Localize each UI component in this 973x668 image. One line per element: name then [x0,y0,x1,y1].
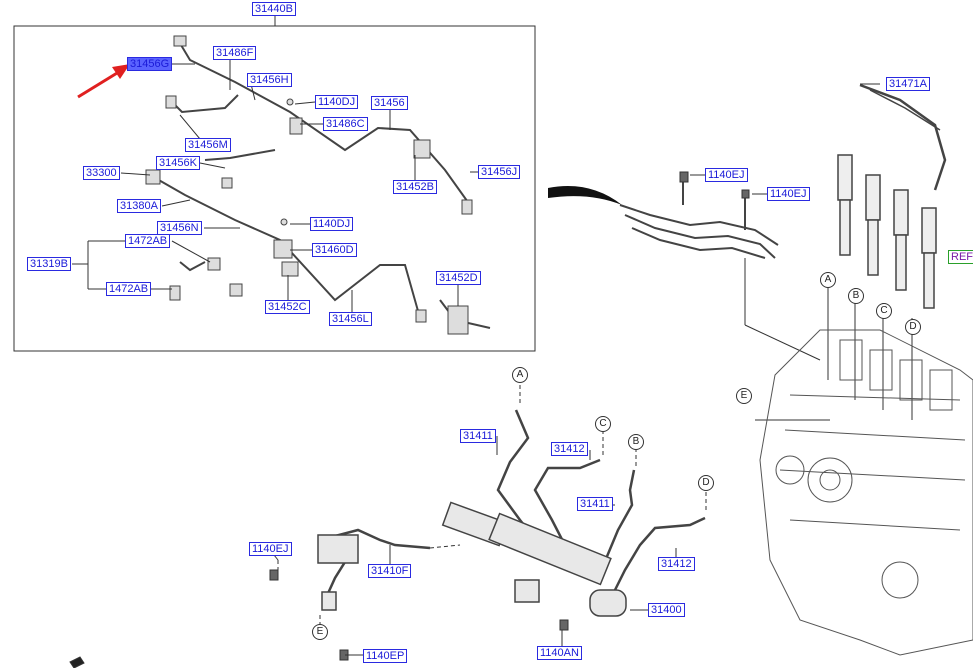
injectors [837,83,947,309]
marker-b-pipe: B [628,434,644,450]
part-label-1140an[interactable]: 1140AN [537,646,582,660]
marker-c-pipe: C [595,416,611,432]
marker-e-engine: E [736,388,752,404]
part-label-31456[interactable]: 31456 [371,96,408,110]
bolts [69,171,750,668]
part-label-1140ej-bottom[interactable]: 1140EJ [249,542,292,556]
part-label-1140dj-top[interactable]: 1140DJ [315,95,359,109]
part-label-1140ej-rail[interactable]: 1140EJ [705,168,748,182]
part-label-31440b[interactable]: 31440B [252,2,296,16]
part-label-31471a[interactable]: 31471A [886,77,930,91]
ref-label[interactable]: REF [948,250,973,264]
red-arrow-icon [77,64,130,99]
part-label-31452d[interactable]: 31452D [436,271,481,285]
part-label-31456k[interactable]: 31456K [156,156,200,170]
part-label-31452c[interactable]: 31452C [265,300,310,314]
inset-fittings [145,35,473,335]
inset-leaders [72,56,478,312]
part-label-1140ej-bracket[interactable]: 1140EJ [767,187,810,201]
part-label-1472ab-bottom[interactable]: 1472AB [106,282,152,296]
marker-b-injector: B [848,288,864,304]
engine-block [759,329,973,656]
part-label-31460d[interactable]: 31460D [312,243,357,257]
marker-c-injector: C [876,303,892,319]
part-label-31411-a[interactable]: 31411 [460,429,496,443]
part-label-31410f[interactable]: 31410F [368,564,412,578]
part-label-31380a[interactable]: 31380A [117,199,161,213]
marker-a-injector: A [820,272,836,288]
part-label-31486c[interactable]: 31486C [323,117,368,131]
part-label-31456h[interactable]: 31456H [247,73,292,87]
dashed-guides [277,385,707,640]
part-label-31456m[interactable]: 31456M [185,138,231,152]
part-label-31412-d[interactable]: 31412 [658,557,695,571]
part-label-31456l[interactable]: 31456L [329,312,372,326]
part-label-31456g[interactable]: 31456G [127,57,173,71]
marker-d-injector: D [905,319,921,335]
part-label-1472ab-top[interactable]: 1472AB [125,234,171,248]
marker-a-pipe: A [512,367,528,383]
return-line-assembly [619,178,779,259]
part-label-31319b[interactable]: 31319B [27,257,71,271]
part-label-31400[interactable]: 31400 [648,603,685,617]
injector-leaders [755,83,913,421]
part-label-31412-c[interactable]: 31412 [551,442,588,456]
part-label-1140dj-mid[interactable]: 1140DJ [310,217,354,231]
part-label-31456n[interactable]: 31456N [157,221,202,235]
part-label-31411-b[interactable]: 31411 [577,497,613,511]
part-label-31456j[interactable]: 31456J [478,165,521,179]
common-rail [317,501,627,617]
part-label-33300[interactable]: 33300 [83,166,120,180]
pointer-arrow-icon [548,186,622,205]
rail-leaders [690,174,821,361]
marker-e-pipe: E [312,624,328,640]
part-label-31486f[interactable]: 31486F [213,46,257,60]
part-label-31452b[interactable]: 31452B [393,180,437,194]
part-label-1140ep[interactable]: 1140EP [363,649,408,663]
marker-d-pipe: D [698,475,714,491]
